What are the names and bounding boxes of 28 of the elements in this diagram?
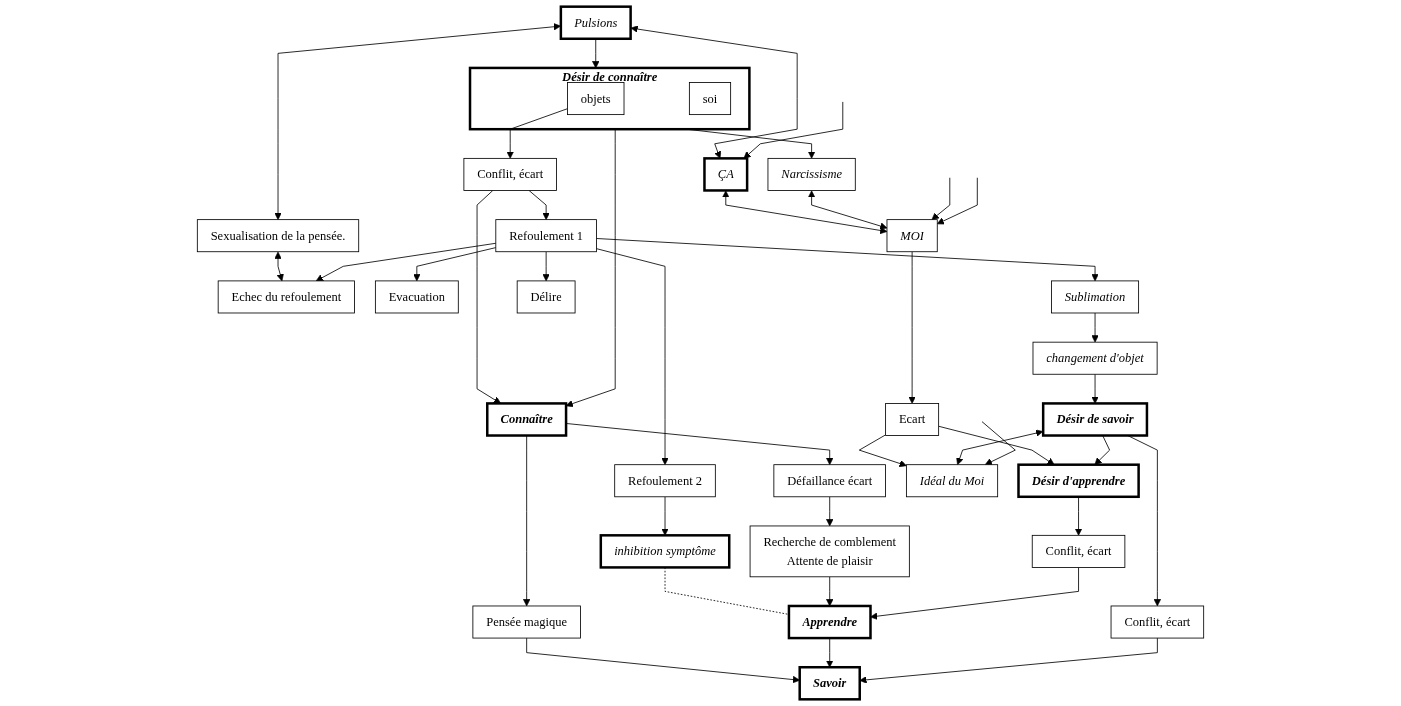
node-box: MOI [886, 219, 938, 253]
node-box: Savoir [798, 666, 861, 701]
node-box: soi [688, 82, 732, 116]
node-box: Désir de savoir [1041, 402, 1149, 437]
node-box: Idéal du Moi [906, 464, 999, 498]
node-box: Recherche de comblement Attente de plaisir [749, 525, 910, 578]
node-box: Refoulement 2 [614, 464, 716, 498]
node-box: Conflit, écart [1031, 534, 1126, 568]
node-box: Conflit, écart [463, 157, 557, 191]
node-box: Conflit, écart [1110, 605, 1205, 639]
node-box: Désir d'apprendre [1017, 463, 1140, 499]
node-box: Connaître [486, 402, 568, 437]
node-box: Sexualisation de la pensée. [196, 219, 360, 253]
node-box: Délire [516, 280, 576, 314]
node-box: objets [567, 82, 625, 116]
node-box: Pensée magique [472, 605, 581, 639]
node-box: changement d'objet [1032, 341, 1158, 375]
node-box: Sublimation [1051, 280, 1140, 314]
node-box: Narcissisme [767, 157, 856, 191]
node-box: Evacuation [374, 280, 459, 314]
node-box: Refoulement 1 [495, 219, 597, 253]
node-box: ÇA [703, 157, 749, 192]
node-box: Défaillance écart [773, 464, 886, 498]
node-box: Echec du refoulement [217, 280, 355, 314]
node-box: Ecart [885, 403, 940, 436]
node-box: inhibition symptôme [599, 534, 731, 569]
node-box: Apprendre [787, 604, 872, 640]
node-box: Pulsions [559, 5, 632, 40]
